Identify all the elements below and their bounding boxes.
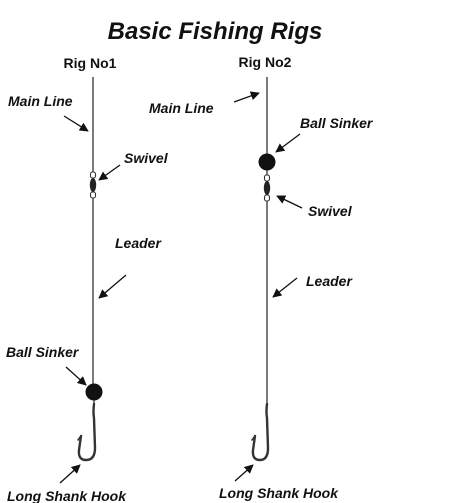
diagram-title: Basic Fishing Rigs — [108, 18, 323, 45]
rig-1-hook-label: Long Shank Hook — [7, 488, 127, 503]
rig-2-ball-sinker-arrow — [275, 133, 301, 153]
rig-1: Rig No1 Main Line Swivel Leader Ball Sin… — [6, 55, 169, 503]
rig-1-swivel-icon — [89, 171, 97, 199]
rig-2: Rig No2 Main Line Ball Sinker Swivel Lea… — [149, 54, 374, 501]
rig-1-main-line-label: Main Line — [8, 93, 73, 109]
rig-1-ball-sinker-arrow — [65, 366, 87, 386]
rig-1-swivel-label: Swivel — [124, 150, 169, 166]
rig-2-hook-arrow — [234, 464, 254, 482]
rig-1-main-line-arrow — [63, 115, 89, 132]
rig-2-leader-label: Leader — [306, 273, 353, 289]
rig-2-hook-icon — [251, 402, 270, 462]
rig-1-ball-sinker-icon — [85, 383, 103, 401]
rig-2-name: Rig No2 — [239, 54, 292, 70]
rig-1-leader-label: Leader — [115, 235, 162, 251]
rig-2-swivel-label: Swivel — [308, 203, 353, 219]
rig-2-ball-sinker-label: Ball Sinker — [300, 115, 374, 131]
rig-1-swivel-arrow — [98, 164, 121, 181]
rig-1-ball-sinker-label: Ball Sinker — [6, 344, 80, 360]
rig-2-main-line-label: Main Line — [149, 100, 214, 116]
rig-1-hook-icon — [77, 402, 97, 462]
rig-2-ball-sinker-icon — [258, 153, 276, 171]
rig-2-leader-arrow — [272, 277, 298, 298]
rig-2-swivel-arrow — [276, 195, 303, 209]
rig-1-leader-arrow — [98, 274, 127, 299]
rig-2-swivel-icon — [263, 174, 271, 202]
rig-2-hook-label: Long Shank Hook — [219, 485, 339, 501]
rig-1-name: Rig No1 — [64, 55, 117, 71]
rig-1-hook-arrow — [59, 464, 81, 484]
rig-2-main-line-arrow — [233, 91, 260, 103]
